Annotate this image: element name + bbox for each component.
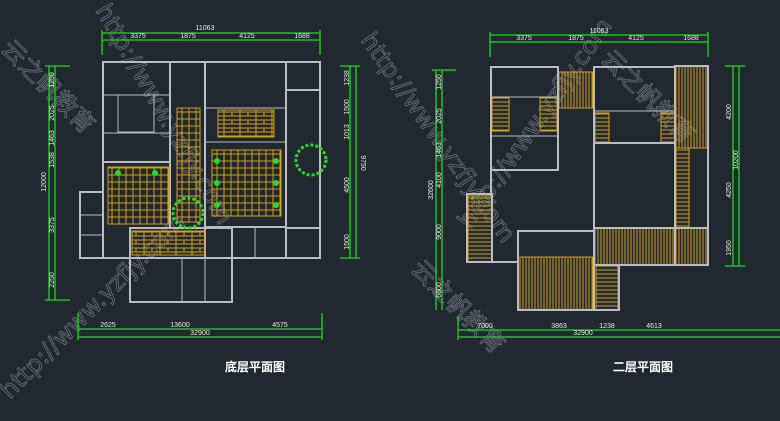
dim-bottom: 3863: [551, 323, 567, 330]
dim-left: 6600: [436, 282, 443, 298]
dimension-lines: [432, 32, 780, 340]
plan-title: 底层平面图: [225, 359, 285, 374]
dim-left: 3375: [49, 217, 56, 233]
dim-top: 4125: [239, 33, 255, 40]
second-floor-plan: 11063 3375 1875 4125 1688 32600 1250 202…: [428, 28, 780, 374]
dim-left-total: 32600: [428, 180, 435, 200]
dim-left: 1538: [49, 152, 56, 168]
dim-top: 1875: [568, 35, 584, 42]
dim-top: 3375: [130, 33, 146, 40]
dim-bottom: 13600: [170, 322, 190, 329]
dim-right: 1238: [344, 70, 351, 86]
dim-right: 4200: [726, 104, 733, 120]
dim-bottom: 1238: [599, 323, 615, 330]
dim-right-total: 9750: [359, 155, 366, 171]
paving: [107, 107, 282, 256]
dim-top-total: 11063: [590, 28, 609, 35]
dim-left: 9000: [436, 224, 443, 240]
dim-right-total: 10200: [733, 150, 740, 170]
dim-bottom-total: 32900: [573, 330, 593, 337]
dim-left: 1250: [436, 74, 443, 90]
dim-left: 2250: [49, 272, 56, 288]
dim-top: 1875: [180, 33, 196, 40]
dimension-lines: [45, 30, 360, 340]
dim-bottom-total: 32900: [190, 330, 210, 337]
dim-left: 1463: [49, 130, 56, 146]
svg-text:云之帆教育: 云之帆教育: [406, 254, 511, 359]
dim-top: 4125: [628, 35, 644, 42]
dim-right: 1500: [344, 234, 351, 250]
dim-left: 4100: [436, 172, 443, 188]
trees: [115, 143, 328, 230]
dim-left: 2025: [49, 105, 56, 121]
dim-left: 1250: [49, 72, 56, 88]
svg-text:http://www.yzfjy.com: http://www.yzfjy.com: [355, 27, 521, 247]
dim-top: 1688: [294, 33, 310, 40]
walls: [79, 61, 321, 303]
dim-right: 1950: [726, 240, 733, 256]
dim-top: 1688: [683, 35, 699, 42]
dim-left: 2025: [436, 108, 443, 124]
dim-left-total: 12000: [41, 172, 48, 192]
dim-left: 1463: [436, 142, 443, 158]
dim-bottom: 4613: [646, 323, 662, 330]
dim-top-total: 11063: [196, 25, 215, 32]
dim-bottom: 4575: [272, 322, 288, 329]
dim-right: 1013: [344, 124, 351, 140]
dim-right: 4500: [344, 177, 351, 193]
dim-right: 4250: [726, 182, 733, 198]
dim-bottom: 2625: [100, 322, 116, 329]
dim-bottom: 7000: [477, 323, 493, 330]
ground-floor-plan: 11063 3375 1875 4125 1688 12000 1250 202…: [41, 25, 366, 374]
dim-right: 1500: [344, 99, 351, 115]
walls: [466, 65, 709, 311]
plan-title: 二层平面图: [613, 360, 673, 374]
dim-top: 3375: [516, 35, 532, 42]
